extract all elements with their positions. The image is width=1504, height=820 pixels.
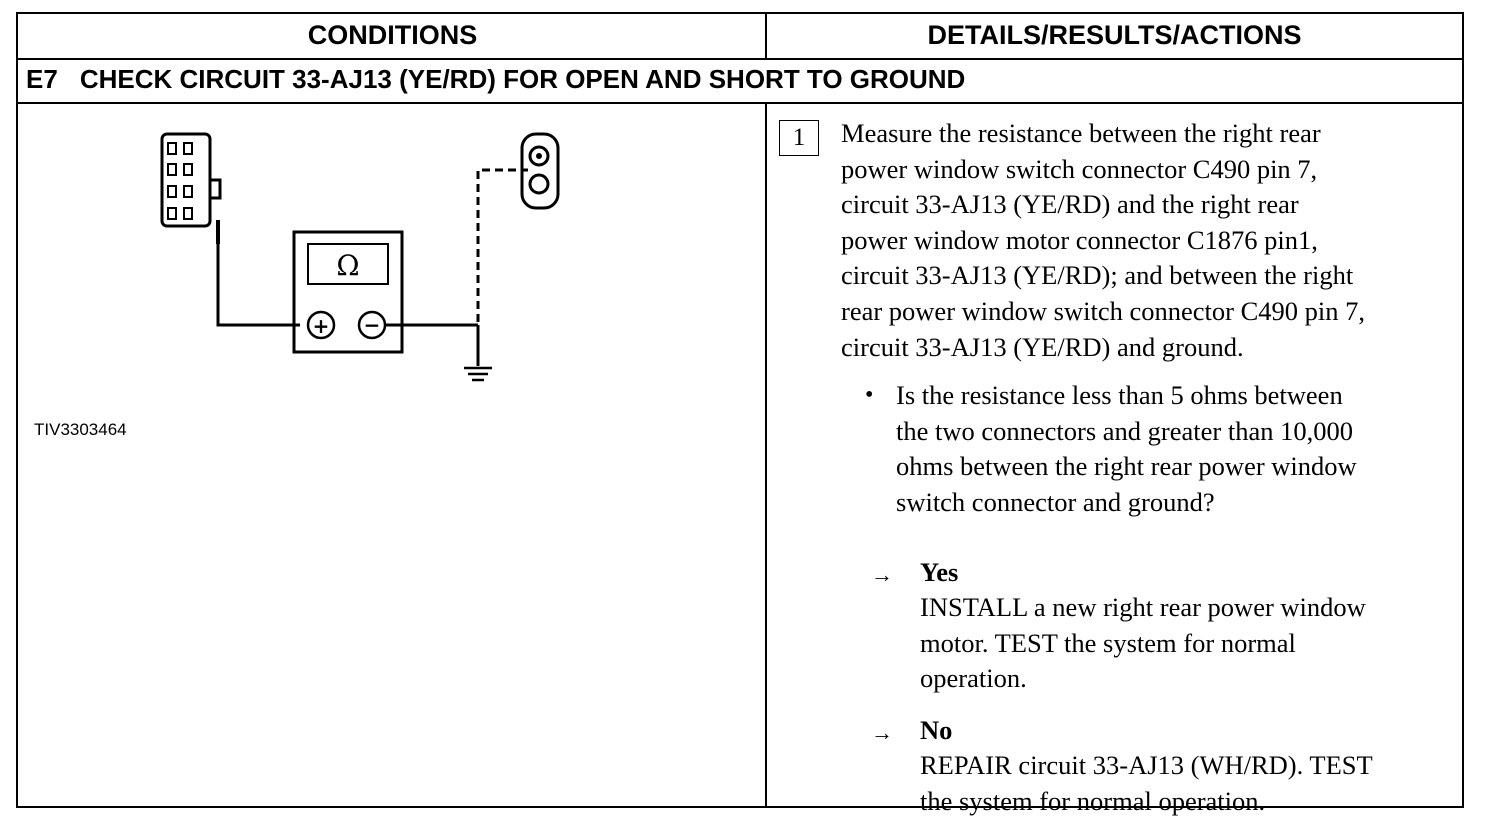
no-action: REPAIR circuit 33-AJ13 (WH/RD). TEST the…	[920, 750, 1373, 816]
connector-icon	[160, 132, 222, 228]
ground-icon	[464, 325, 492, 382]
ohm-symbol: Ω	[336, 249, 359, 282]
bullet-icon: •	[865, 382, 874, 408]
step-code: E7	[26, 64, 58, 94]
yes-action: INSTALL a new right rear power window mo…	[920, 592, 1366, 694]
no-label: No	[920, 715, 953, 745]
details-header: DETAILS/RESULTS/ACTIONS	[927, 20, 1302, 50]
table-header-row: CONDITIONS DETAILS/RESULTS/ACTIONS	[18, 14, 1462, 60]
step-title-row: E7 CHECK CIRCUIT 33-AJ13 (YE/RD) FOR OPEN…	[18, 58, 1462, 104]
no-arrow-icon: →	[871, 720, 893, 745]
test-diagram: Ω + −	[160, 132, 560, 382]
conditions-header: CONDITIONS	[307, 20, 478, 50]
minus-terminal: −	[364, 313, 381, 337]
plus-terminal: +	[313, 314, 330, 338]
question-text: Is the resistance less than 5 ohms betwe…	[896, 380, 1357, 517]
figure-id: TIV3303464	[34, 420, 127, 439]
header-divider	[765, 14, 767, 58]
diagnostic-table: CONDITIONS DETAILS/RESULTS/ACTIONS E7 CHE…	[16, 12, 1464, 816]
instruction-text: Measure the resistance between the right…	[841, 118, 1365, 362]
conditions-cell: Ω + − TI	[18, 102, 765, 808]
ohmmeter-icon: Ω + −	[292, 230, 404, 354]
body-divider	[765, 102, 767, 808]
details-cell: 1 Measure the resistance between the rig…	[767, 102, 1462, 816]
motor-connector-icon	[520, 132, 560, 210]
yes-label: Yes	[920, 557, 959, 587]
step-title-text: CHECK CIRCUIT 33-AJ13 (YE/RD) FOR OPEN A…	[79, 64, 966, 94]
yes-arrow-icon: →	[871, 562, 893, 587]
step-number: 1	[779, 120, 819, 156]
step-title: E7 CHECK CIRCUIT 33-AJ13 (YE/RD) FOR OPEN…	[26, 58, 965, 100]
